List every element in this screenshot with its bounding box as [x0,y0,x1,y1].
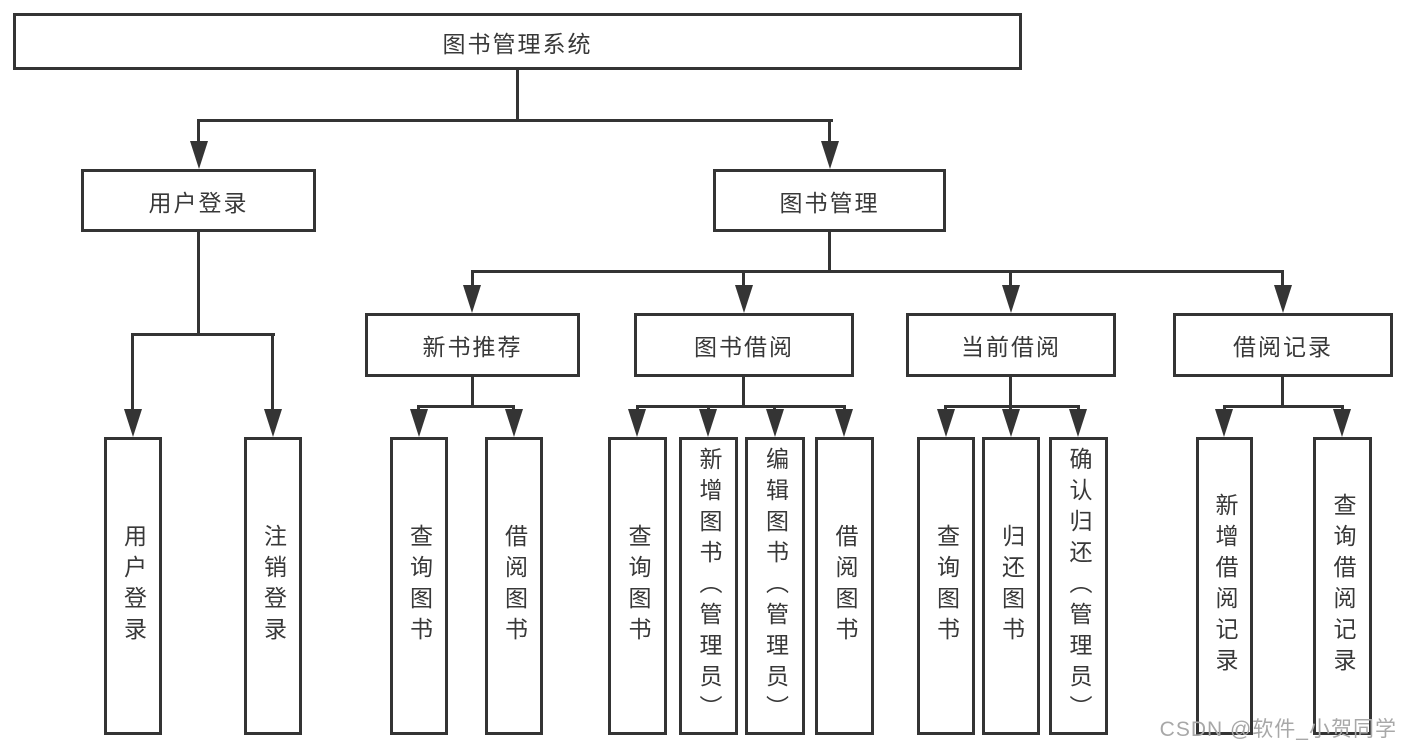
connector-line [828,232,831,273]
connector-line [1223,405,1343,408]
connector-arrowhead [124,409,142,437]
connector-line [516,70,519,122]
connector-arrowhead [628,409,646,437]
leaf-query-borrow-record: 查询借阅记录 [1313,437,1372,735]
connector-line [197,119,200,145]
leaf-query-book-recommend: 查询图书 [390,437,448,735]
connector-arrowhead [463,285,481,313]
connector-line [471,270,1284,273]
connector-arrowhead [410,409,428,437]
leaf-return-book: 归还图书 [982,437,1040,735]
connector-line [197,232,200,336]
csdn-watermark: CSDN @软件_小贺同学 [1159,718,1397,741]
connector-arrowhead [1333,409,1351,437]
connector-arrowhead [1274,285,1292,313]
leaf-confirm-return-admin: 确认归还（管理员） [1049,437,1108,735]
connector-line [1281,270,1284,292]
leaf-logout: 注销登录 [244,437,302,735]
connector-arrowhead [766,409,784,437]
node-library-management-system: 图书管理系统 [13,13,1022,70]
connector-line [1009,377,1012,408]
connector-arrowhead [937,409,955,437]
connector-line [131,333,275,336]
leaf-label: 查询图书 [406,524,433,648]
connector-arrowhead [735,285,753,313]
leaf-label: 用户登录 [120,524,147,648]
node-book-management: 图书管理 [713,169,946,232]
leaf-label: 借阅图书 [501,524,528,648]
connector-line [271,333,274,413]
connector-arrowhead [190,141,208,169]
connector-line [417,405,515,408]
connector-line [471,377,474,408]
leaf-label: 编辑图书（管理员） [762,446,789,726]
connector-line [636,405,845,408]
leaf-borrow-book-recommend: 借阅图书 [485,437,543,735]
connector-line [131,333,134,413]
leaf-add-book-admin: 新增图书（管理员） [679,437,738,735]
connector-line [742,270,745,292]
connector-arrowhead [1215,409,1233,437]
leaf-borrow-book: 借阅图书 [815,437,874,735]
connector-arrowhead [1002,285,1020,313]
connector-line [471,270,474,292]
connector-arrowhead [264,409,282,437]
leaf-query-book-borrow: 查询图书 [608,437,667,735]
leaf-add-borrow-record: 新增借阅记录 [1196,437,1253,735]
connector-line [1281,377,1284,408]
connector-line [197,119,833,122]
leaf-user-login: 用户登录 [104,437,162,735]
connector-arrowhead [821,141,839,169]
leaf-edit-book-admin: 编辑图书（管理员） [745,437,805,735]
connector-arrowhead [835,409,853,437]
node-borrowing-records: 借阅记录 [1173,313,1393,377]
leaf-label: 借阅图书 [832,524,858,648]
node-user-login: 用户登录 [81,169,316,232]
node-current-borrowing: 当前借阅 [906,313,1116,377]
node-new-book-recommendation: 新书推荐 [365,313,580,377]
leaf-query-book-current: 查询图书 [917,437,975,735]
node-book-borrowing: 图书借阅 [634,313,854,377]
leaf-label: 查询图书 [625,524,651,648]
leaf-label: 新增图书（管理员） [696,446,722,726]
connector-arrowhead [1069,409,1087,437]
leaf-label: 查询借阅记录 [1330,493,1356,679]
leaf-label: 新增借阅记录 [1212,493,1238,679]
connector-arrowhead [505,409,523,437]
connector-line [742,377,745,408]
connector-arrowhead [699,409,717,437]
leaf-label: 注销登录 [260,524,287,648]
leaf-label: 归还图书 [998,524,1025,648]
connector-arrowhead [1002,409,1020,437]
leaf-label: 确认归还（管理员） [1066,446,1092,726]
connector-line [828,119,831,145]
connector-line [1009,270,1012,292]
leaf-label: 查询图书 [933,524,960,648]
